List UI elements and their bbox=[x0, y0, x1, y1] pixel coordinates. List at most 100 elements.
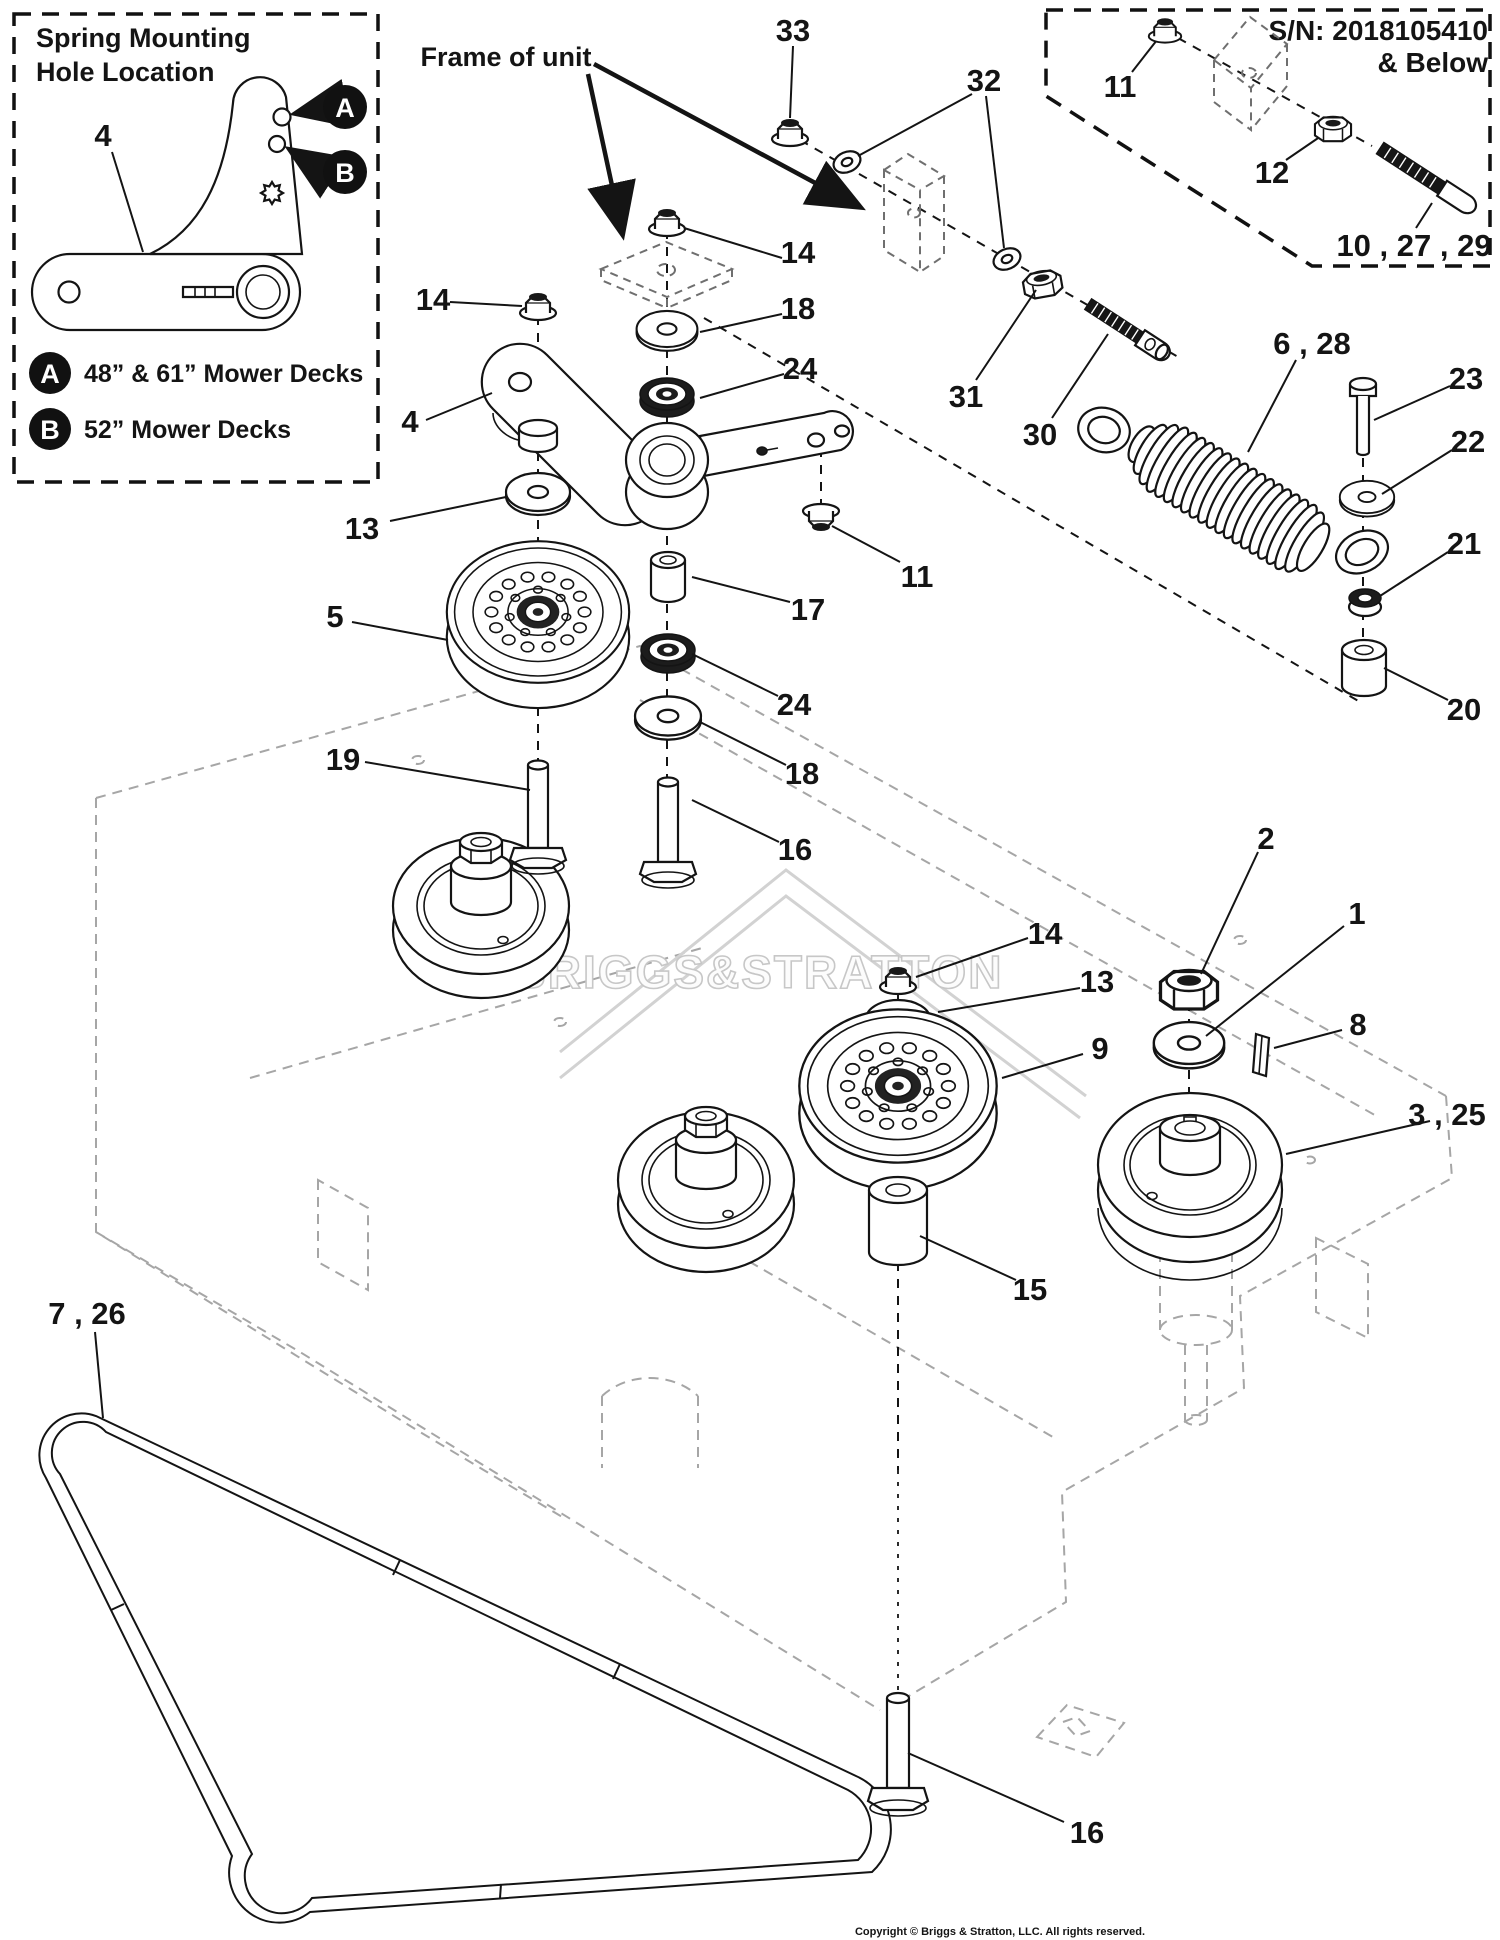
watermark: BRIGGS&STRATTON bbox=[512, 868, 1087, 1120]
part-label-16-upper: 16 bbox=[778, 832, 812, 867]
part-label-5: 5 bbox=[326, 599, 343, 634]
legend-title-line1: Spring Mounting bbox=[36, 23, 250, 53]
part-label-9: 9 bbox=[1091, 1031, 1108, 1066]
part-label-16-lower: 16 bbox=[1070, 1815, 1104, 1850]
legend-a-badge-icon bbox=[29, 352, 71, 394]
part-label-8: 8 bbox=[1349, 1007, 1366, 1042]
part-label-14-frame: 14 bbox=[781, 235, 816, 270]
spring-6-28 bbox=[1077, 406, 1389, 575]
washer-18-upper bbox=[635, 309, 699, 352]
part-label-32: 32 bbox=[967, 63, 1001, 98]
badge-a-letter: A bbox=[335, 93, 355, 123]
serial-box: S/N: 2018105410 & Below bbox=[1044, 8, 1492, 268]
part-label-17: 17 bbox=[791, 592, 825, 627]
legend-title-line2: Hole Location bbox=[36, 57, 215, 87]
bolt-10-27-29 bbox=[1375, 141, 1478, 215]
part-label-10-27-29: 10 , 27 , 29 bbox=[1336, 228, 1491, 263]
part-label-14-idler: 14 bbox=[1028, 916, 1063, 951]
part-label-2: 2 bbox=[1257, 821, 1274, 856]
part-label-18-upper: 18 bbox=[781, 291, 815, 326]
washer-13-arm bbox=[504, 471, 572, 517]
badge-b-icon bbox=[323, 150, 367, 194]
spacer-17 bbox=[649, 550, 687, 604]
serial-line2: & Below bbox=[1378, 47, 1489, 78]
part-label-24-upper: 24 bbox=[783, 351, 818, 386]
part-label-13-arm: 13 bbox=[345, 511, 379, 546]
part-label-4: 4 bbox=[401, 404, 419, 439]
badge-b-letter: B bbox=[335, 158, 355, 188]
serial-line1: S/N: 2018105410 bbox=[1268, 15, 1488, 46]
part-label-23: 23 bbox=[1449, 361, 1483, 396]
key-8 bbox=[1251, 1032, 1271, 1078]
frame-plate-ghost bbox=[598, 240, 735, 310]
legend-b-badge-letter: B bbox=[40, 415, 60, 445]
part-label-31: 31 bbox=[949, 379, 983, 414]
legend-b-badge-icon bbox=[29, 408, 71, 450]
part-label-1: 1 bbox=[1348, 896, 1365, 931]
part-label-30: 30 bbox=[1023, 417, 1057, 452]
sn-plate-ghost bbox=[1212, 15, 1289, 133]
part-label-7-26: 7 , 26 bbox=[48, 1296, 126, 1331]
pulley-3-25 bbox=[1096, 1091, 1284, 1281]
part-label-11-sn: 11 bbox=[1104, 69, 1137, 104]
bolt-16-upper bbox=[638, 776, 698, 889]
flange-nut-11-sn bbox=[1147, 17, 1183, 44]
part-label-22: 22 bbox=[1451, 424, 1485, 459]
washer-32-left bbox=[829, 146, 865, 178]
copyright-text: Copyright © Briggs & Stratton, LLC. All … bbox=[855, 1926, 1145, 1938]
flange-nut-14-arm bbox=[518, 291, 558, 322]
part-label-20: 20 bbox=[1447, 692, 1481, 727]
badge-a-icon bbox=[323, 85, 367, 129]
part-label-6-28: 6 , 28 bbox=[1273, 326, 1351, 361]
part-label-3-25: 3 , 25 bbox=[1408, 1097, 1486, 1132]
legend-arm-part-label: 4 bbox=[94, 118, 112, 153]
watermark-text: BRIGGS&STRATTON bbox=[513, 946, 1004, 998]
part-labels: 33 32 11 12 10 , 27 , 29 14 18 24 6 , 28… bbox=[48, 13, 1491, 1850]
frame-of-unit-label: Frame of unit bbox=[420, 42, 591, 72]
frame-of-unit-callout: Frame of unit bbox=[420, 42, 866, 241]
nut-12 bbox=[1313, 115, 1353, 143]
belt bbox=[38, 1412, 892, 1924]
grommet-21 bbox=[1347, 588, 1383, 618]
washer-18-lower bbox=[633, 695, 703, 741]
part-label-13-idler: 13 bbox=[1080, 964, 1114, 999]
idler-pulley-5 bbox=[445, 540, 631, 710]
legend-a-label: 48” & 61” Mower Decks bbox=[84, 360, 363, 388]
leader-lines bbox=[94, 39, 1453, 1823]
flange-nut-14-frame bbox=[647, 207, 687, 238]
bearing-24-upper bbox=[639, 377, 695, 418]
legend-hole-badges: A B bbox=[284, 79, 367, 199]
part-label-14-arm: 14 bbox=[416, 282, 451, 317]
part-label-19: 19 bbox=[326, 742, 360, 777]
washer-32-right bbox=[989, 243, 1025, 275]
idler-pulley-9 bbox=[798, 1008, 998, 1192]
bolt-30 bbox=[1083, 297, 1171, 362]
spacer-20 bbox=[1340, 638, 1388, 698]
part-label-18-lower: 18 bbox=[785, 756, 819, 791]
part-label-12: 12 bbox=[1255, 155, 1289, 190]
legend-row-b: B 52” Mower Decks bbox=[29, 408, 291, 450]
bolt-16-lower bbox=[866, 1691, 930, 1817]
bearing-24-lower bbox=[640, 633, 696, 674]
washer-22 bbox=[1338, 479, 1396, 518]
part-label-11-arm: 11 bbox=[901, 559, 934, 594]
part-label-24-lower: 24 bbox=[777, 687, 812, 722]
part-label-21: 21 bbox=[1447, 526, 1481, 561]
legend-row-a: A 48” & 61” Mower Decks bbox=[29, 352, 363, 394]
watermark-roof-icon bbox=[559, 868, 1087, 1098]
nut-2 bbox=[1158, 968, 1220, 1011]
legend-arm-illustration: 4 bbox=[30, 76, 304, 332]
spacer-15 bbox=[867, 1175, 929, 1267]
part-label-15: 15 bbox=[1013, 1272, 1047, 1307]
frame-bracket-ghost bbox=[883, 152, 946, 274]
bolt-23 bbox=[1348, 376, 1378, 457]
legend-b-label: 52” Mower Decks bbox=[84, 416, 291, 444]
idler-arm-4 bbox=[480, 342, 854, 531]
part-label-33: 33 bbox=[776, 13, 810, 48]
nut-31 bbox=[1020, 266, 1065, 302]
legend-a-badge-letter: A bbox=[40, 359, 60, 389]
spindle-pulley-middle bbox=[616, 1105, 796, 1274]
bolt-19 bbox=[508, 759, 568, 875]
